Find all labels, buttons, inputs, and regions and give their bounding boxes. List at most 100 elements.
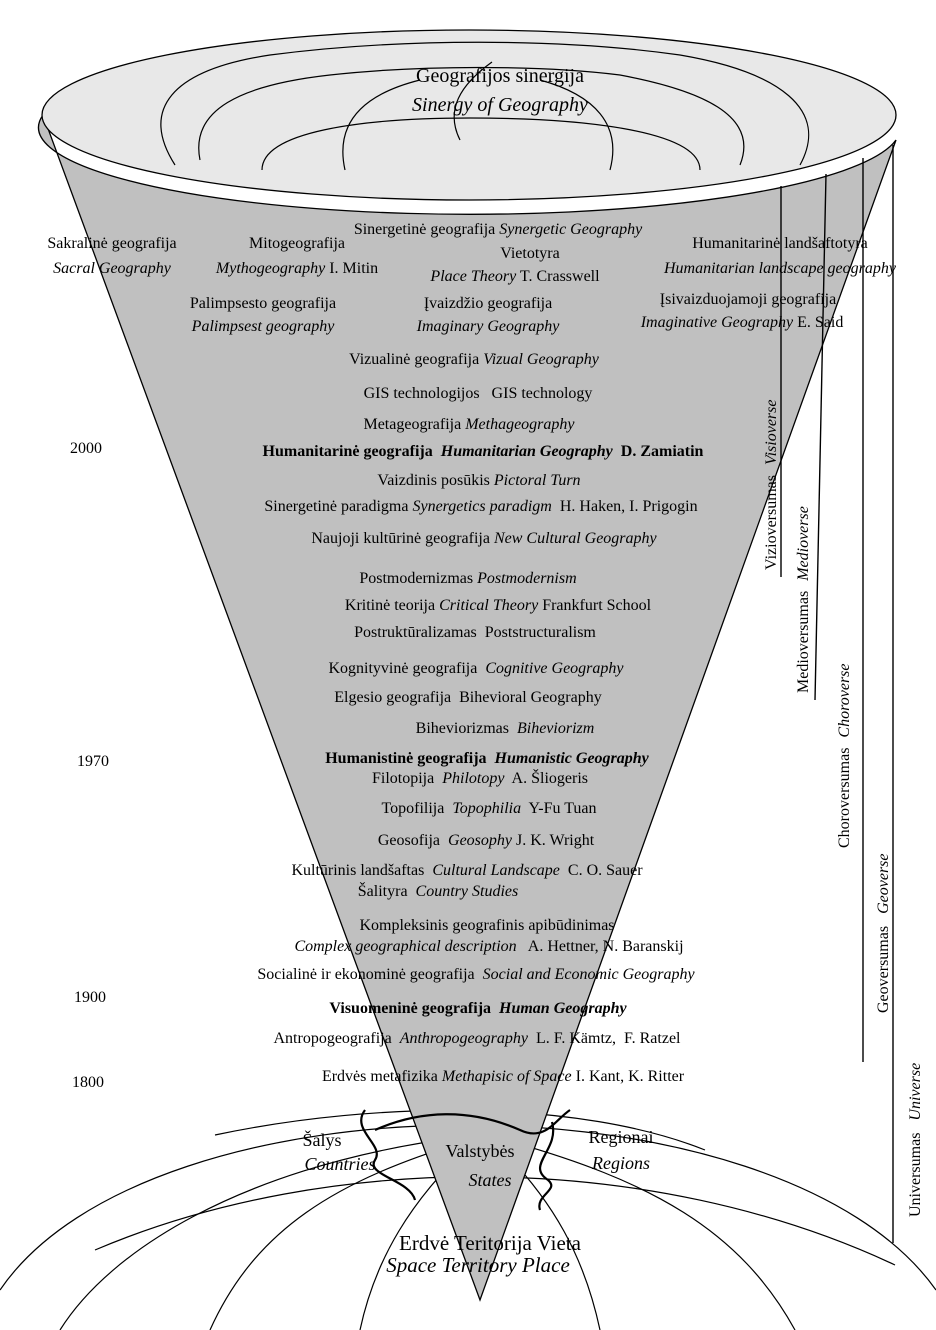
- term-label-part: Kognityvinė geografija: [328, 660, 485, 677]
- term-label: Mythogeography I. Mitin: [215, 260, 378, 277]
- verse-label-visioverse: VizioversumasVisioverse: [763, 400, 780, 570]
- regions-lt: Regionai: [589, 1127, 654, 1147]
- term-label: Socialinė ir ekonominė geografija Social…: [257, 966, 695, 983]
- bottom-title-lt: Erdvė Teritorija Vieta: [399, 1231, 582, 1255]
- term-label: Mitogeografija: [249, 235, 345, 252]
- term-label-part: Synergetics paradigm: [412, 498, 551, 515]
- term-label: Erdvės metafizika Methapisic of Space I.…: [322, 1068, 685, 1085]
- term-label: Naujoji kultūrinė geografija New Cultura…: [311, 530, 657, 547]
- medioverse-line: [814, 173, 827, 701]
- term-label-part: Vietotyra: [500, 245, 559, 262]
- term-label: Sakralinė geografija: [47, 235, 176, 252]
- term-label-part: Methageography: [464, 416, 575, 433]
- states-lt: Valstybės: [446, 1141, 515, 1161]
- term-label: Humanistinė geografija Humanistic Geogra…: [325, 750, 649, 767]
- regions-en: Regions: [591, 1153, 650, 1173]
- term-label-part: Biheviorizmas: [416, 720, 517, 737]
- term-label-part: Anthropogeography: [399, 1030, 529, 1047]
- term-label-part: Mitogeografija: [249, 235, 345, 252]
- term-label-part: Imaginary Geography: [416, 318, 561, 335]
- term-label-part: Critical Theory: [439, 597, 539, 614]
- term-label-part: L. F. Kämtz, F. Ratzel: [528, 1030, 681, 1047]
- term-label-part: Humanistinė geografija: [325, 750, 494, 767]
- term-label-part: Šalityra: [358, 881, 416, 900]
- term-label: Įsivaizduojamoji geografija: [660, 291, 836, 308]
- term-label-part: Postmodernism: [476, 570, 577, 587]
- term-label-part: Kultūrinis landšaftas: [291, 862, 432, 879]
- top-swirl-outer: [160, 41, 810, 166]
- bottom-title-en: Space Territory Place: [386, 1253, 570, 1277]
- globe-meridian-1: [209, 1139, 471, 1330]
- countries-lt: Šalys: [302, 1129, 341, 1150]
- term-label-part: D. Zamiatin: [613, 443, 704, 460]
- cone-top-swirls: [160, 41, 810, 171]
- year-label: 1800: [72, 1074, 104, 1091]
- term-label-part: Vaizdinis posūkis: [377, 472, 493, 489]
- term-label-part: Postruktūralizamas Poststructuralism: [354, 624, 596, 641]
- term-label: Biheviorizmas Biheviorizm: [416, 720, 595, 737]
- verse-label-choroverse: ChoroversumasChoroverse: [836, 664, 853, 849]
- term-label: Sacral Geography: [53, 260, 172, 277]
- globe-meridian-5: [59, 1139, 441, 1330]
- top-swirl-5: [539, 79, 614, 171]
- term-label: Palimpsest geography: [191, 318, 336, 335]
- term-label: Imaginative Geography E. Said: [640, 314, 844, 331]
- year-label: 1900: [74, 989, 106, 1006]
- term-label-part: Sinergetinė geografija: [354, 221, 499, 238]
- term-label-part: I. Kant, K. Ritter: [572, 1068, 685, 1085]
- region-borders: [360, 1109, 571, 1211]
- term-label: Topofilija Topophilia Y-Fu Tuan: [381, 800, 596, 817]
- term-label: Postruktūralizamas Poststructuralism: [354, 624, 596, 641]
- globe-meridian-4: [504, 1139, 796, 1330]
- terms-group: Sinergetinė geografija Synergetic Geogra…: [47, 221, 897, 1085]
- states-en: States: [469, 1170, 512, 1190]
- term-label: Antropogeografija Anthropogeography L. F…: [274, 1030, 682, 1047]
- term-label-part: Sakralinė geografija: [47, 235, 176, 252]
- top-swirl-6: [453, 61, 493, 141]
- term-label: Postmodernizmas Postmodernism: [359, 570, 576, 587]
- term-label: Geosofija Geosophy J. K. Wright: [378, 832, 595, 849]
- cone-top: [41, 29, 897, 201]
- term-label-part: Pictoral Turn: [493, 472, 581, 489]
- term-label-part: Human Geography: [498, 1000, 627, 1017]
- verse-lines: [780, 145, 894, 1243]
- term-label-part: J. K. Wright: [512, 832, 595, 849]
- term-label-part: Humanitarian landscape geography: [663, 260, 897, 277]
- term-label-part: Cognitive Geography: [485, 660, 624, 677]
- year-label: 1970: [77, 753, 109, 770]
- term-label-part: Methapisic of Space: [441, 1068, 572, 1085]
- year-label: 2000: [70, 440, 102, 457]
- cone-body: [37, 113, 897, 1302]
- term-label-part: A. Hettner, N. Baranskij: [517, 938, 684, 955]
- term-label-part: Socialinė ir ekonominė geografija: [257, 966, 482, 983]
- term-label-part: Įsivaizduojamoji geografija: [660, 291, 836, 308]
- term-label-part: Humanitarinė geografija: [263, 443, 441, 460]
- term-label: Įvaizdžio geografija: [424, 295, 552, 312]
- term-label: Filotopija Philotopy A. Šliogeris: [372, 768, 588, 787]
- term-label-part: Philotopy: [441, 770, 505, 787]
- term-label: Kritinė teorija Critical Theory Frankfur…: [345, 597, 652, 614]
- term-label-part: Place Theory: [429, 268, 517, 285]
- term-label-part: Complex geographical description: [294, 938, 516, 955]
- term-label: Humanitarian landscape geography: [663, 260, 897, 277]
- top-swirl-inner: [261, 117, 701, 171]
- term-label-part: Topophilia: [452, 800, 521, 817]
- term-label-part: Sinergetinė paradigma: [264, 498, 412, 515]
- term-label-part: Metageografija: [363, 416, 465, 433]
- term-label: Humanitarinė geografija Humanitarian Geo…: [263, 443, 704, 460]
- term-label: Kultūrinis landšaftas Cultural Landscape…: [291, 862, 643, 879]
- term-label-part: Antropogeografija: [274, 1030, 400, 1047]
- term-label: Complex geographical description A. Hett…: [294, 938, 683, 955]
- term-label-part: Erdvės metafizika: [322, 1068, 442, 1085]
- term-label-part: Visuomeninė geografija: [329, 1000, 499, 1017]
- term-label-part: Sacral Geography: [53, 260, 172, 277]
- term-label: Šalityra Country Studies: [358, 881, 518, 900]
- term-label-part: C. O. Sauer: [560, 862, 643, 879]
- term-label-part: Palimpsest geography: [191, 318, 336, 335]
- term-label-part: New Cultural Geography: [493, 530, 658, 547]
- term-label-part: Elgesio geografija Bihevioral Geography: [334, 689, 601, 706]
- term-label: Vizualinė geografija Vizual Geography: [349, 351, 600, 368]
- term-label-part: Palimpsesto geografija: [190, 295, 336, 312]
